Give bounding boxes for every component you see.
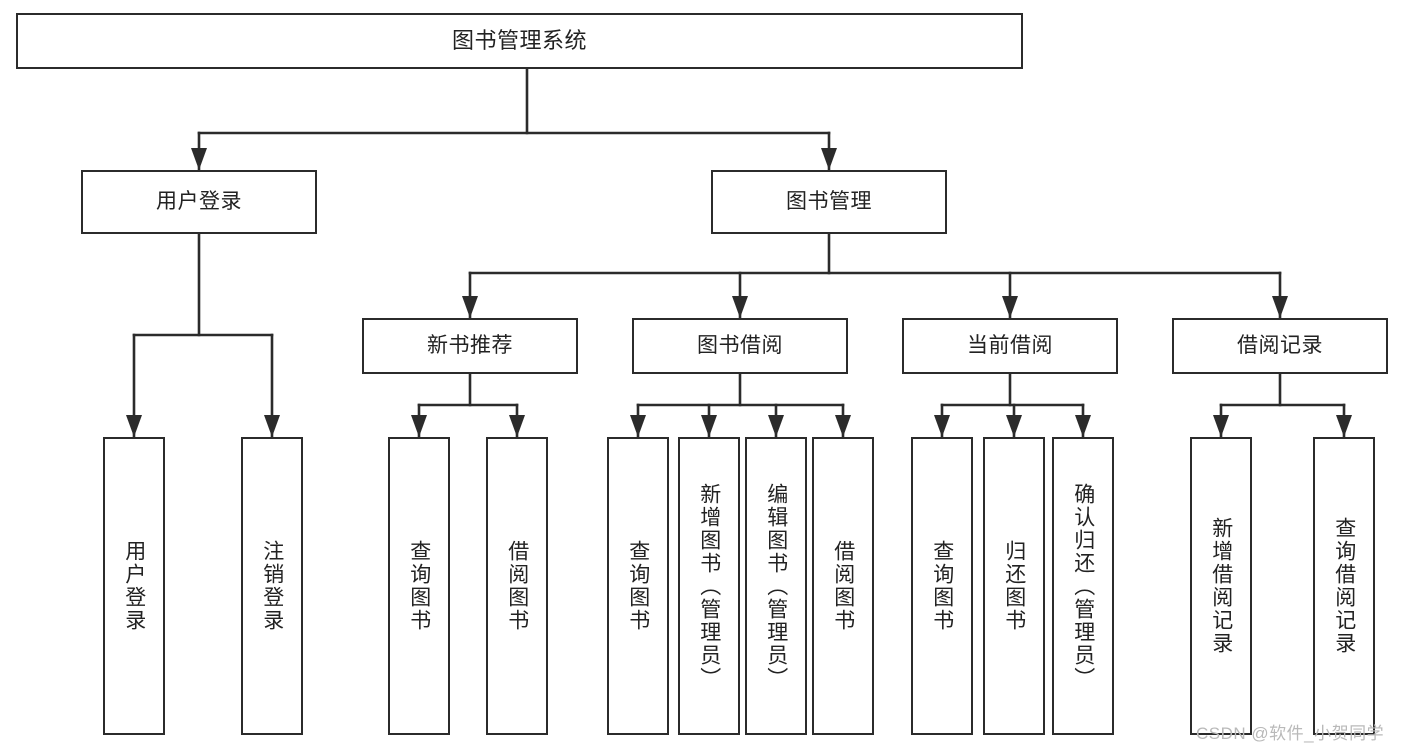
node-user-login[interactable]: 用户登录: [81, 170, 317, 234]
node-book-manage[interactable]: 图书管理: [711, 170, 947, 234]
arrowhead-book-manage: [821, 148, 837, 170]
node-label: 图书管理: [786, 189, 872, 213]
node-label: 编辑图书（管理员）: [764, 482, 788, 690]
node-root[interactable]: 图书管理系统: [16, 13, 1023, 69]
arrowhead-leaf-query-record: [1336, 415, 1352, 437]
arrowhead-leaf-query-book-current: [934, 415, 950, 437]
node-label: 用户登录: [156, 189, 242, 213]
node-label: 归还图书: [1002, 540, 1026, 632]
node-leaf-borrow-book[interactable]: 借阅图书: [812, 437, 874, 735]
arrowhead-leaf-borrow-book-new: [509, 415, 525, 437]
node-leaf-edit-book[interactable]: 编辑图书（管理员）: [745, 437, 807, 735]
node-label: 注销登录: [260, 540, 284, 632]
node-label: 查询图书: [930, 540, 954, 632]
node-label: 借阅图书: [505, 540, 529, 632]
node-leaf-add-book[interactable]: 新增图书（管理员）: [678, 437, 740, 735]
node-label: 新书推荐: [427, 333, 513, 357]
node-leaf-borrow-book-new[interactable]: 借阅图书: [486, 437, 548, 735]
node-label: 查询借阅记录: [1332, 517, 1356, 655]
node-current-borrow[interactable]: 当前借阅: [902, 318, 1118, 374]
node-label: 新增图书（管理员）: [697, 482, 721, 690]
arrowhead-leaf-add-book: [701, 415, 717, 437]
node-leaf-add-record[interactable]: 新增借阅记录: [1190, 437, 1252, 735]
arrowhead-leaf-query-book-new: [411, 415, 427, 437]
node-book-borrow[interactable]: 图书借阅: [632, 318, 848, 374]
node-label: 图书借阅: [697, 333, 783, 357]
node-label: 当前借阅: [967, 333, 1053, 357]
node-label: 查询图书: [626, 540, 650, 632]
node-label: 新增借阅记录: [1209, 517, 1233, 655]
arrowhead-leaf-query-book-borrow: [630, 415, 646, 437]
arrowhead-user-login: [191, 148, 207, 170]
arrowhead-new-book-recommend: [462, 296, 478, 318]
node-label: 用户登录: [122, 540, 146, 632]
node-leaf-logout[interactable]: 注销登录: [241, 437, 303, 735]
node-label: 借阅记录: [1237, 333, 1323, 357]
arrowhead-leaf-borrow-book: [835, 415, 851, 437]
watermark-text: CSDN @软件_小贺同学: [1196, 724, 1385, 743]
arrowhead-leaf-add-record: [1213, 415, 1229, 437]
node-leaf-query-book-borrow[interactable]: 查询图书: [607, 437, 669, 735]
arrowhead-current-borrow: [1002, 296, 1018, 318]
node-leaf-query-record[interactable]: 查询借阅记录: [1313, 437, 1375, 735]
node-leaf-user-login[interactable]: 用户登录: [103, 437, 165, 735]
node-leaf-return-book[interactable]: 归还图书: [983, 437, 1045, 735]
arrowhead-leaf-return-book: [1006, 415, 1022, 437]
node-leaf-confirm-return[interactable]: 确认归还（管理员）: [1052, 437, 1114, 735]
node-borrow-record[interactable]: 借阅记录: [1172, 318, 1388, 374]
node-label: 图书管理系统: [451, 28, 587, 54]
node-label: 确认归还（管理员）: [1071, 482, 1095, 690]
arrowhead-book-borrow: [732, 296, 748, 318]
node-label: 查询图书: [407, 540, 431, 632]
node-leaf-query-book-new[interactable]: 查询图书: [388, 437, 450, 735]
arrowhead-leaf-user-login: [126, 415, 142, 437]
arrowhead-leaf-confirm-return: [1075, 415, 1091, 437]
node-leaf-query-book-current[interactable]: 查询图书: [911, 437, 973, 735]
arrowhead-leaf-edit-book: [768, 415, 784, 437]
arrowhead-borrow-record: [1272, 296, 1288, 318]
arrowhead-leaf-logout: [264, 415, 280, 437]
node-new-book-recommend[interactable]: 新书推荐: [362, 318, 578, 374]
node-label: 借阅图书: [831, 540, 855, 632]
